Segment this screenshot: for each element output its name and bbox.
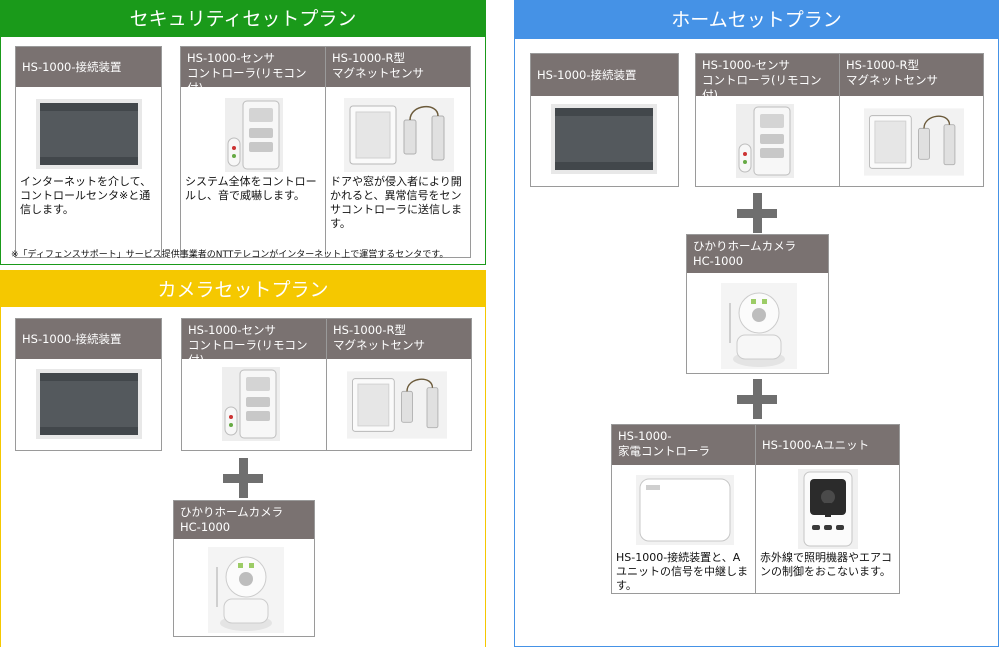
camera-gateway-card: HS-1000-接続装置 bbox=[15, 318, 162, 451]
home-a-unit-card: HS-1000-Aユニット 赤外線で照明機器やエアコンの制御をおこないます。 bbox=[755, 424, 900, 594]
home-magnet-sensor-card: HS-1000-R型 マグネットセンサ bbox=[839, 53, 984, 187]
card-title: HS-1000-センサ コントローラ(リモコン付) bbox=[181, 47, 325, 95]
card-title: HS-1000-R型 マグネットセンサ bbox=[327, 319, 471, 359]
security-plan-title: セキュリティセットプラン bbox=[1, 1, 485, 37]
gateway-device-image bbox=[36, 99, 142, 169]
card-title: HS-1000-センサ コントローラ(リモコン付) bbox=[696, 54, 839, 102]
sensor-controller-image bbox=[225, 98, 283, 172]
card-description: HS-1000-接続装置と、Aユニットの信号を中継します。 bbox=[616, 551, 748, 592]
card-title: ひかりホームカメラ HC-1000 bbox=[174, 501, 314, 539]
plus-icon bbox=[737, 379, 777, 419]
home-plan-panel: ホームセットプラン HS-1000-接続装置 HS-1000-センサ コントロー… bbox=[514, 0, 999, 647]
home-camera-image bbox=[208, 547, 284, 633]
home-home-camera-card: ひかりホームカメラ HC-1000 bbox=[686, 234, 829, 374]
magnet-sensor-image bbox=[344, 98, 454, 172]
card-title: HS-1000-接続装置 bbox=[16, 47, 161, 87]
card-title: HS-1000-センサ コントローラ(リモコン付) bbox=[182, 319, 326, 367]
home-appliance-controller-card: HS-1000- 家電コントローラ HS-1000-接続装置と、Aユニットの信号… bbox=[611, 424, 756, 594]
camera-home-camera-card: ひかりホームカメラ HC-1000 bbox=[173, 500, 315, 637]
sensor-controller-image bbox=[736, 104, 794, 178]
card-title: HS-1000-R型 マグネットセンサ bbox=[840, 54, 983, 96]
card-description: システム全体をコントロールし、音で威嚇します。 bbox=[185, 175, 317, 202]
card-description: ドアや窓が侵入者により開かれると、異常信号をセンサコントローラに送信します。 bbox=[330, 175, 462, 230]
camera-magnet-sensor-card: HS-1000-R型 マグネットセンサ bbox=[326, 318, 472, 451]
camera-plan-panel: カメラセットプラン HS-1000-接続装置 HS-1000-センサ コントロー… bbox=[0, 270, 486, 647]
plus-icon bbox=[223, 458, 263, 498]
gateway-device-image bbox=[36, 369, 142, 439]
security-gateway-card: HS-1000-接続装置 インターネットを介して、コントロールセンタ※と通信しま… bbox=[15, 46, 162, 258]
card-title: HS-1000-Aユニット bbox=[756, 425, 899, 465]
camera-plan-title: カメラセットプラン bbox=[1, 271, 485, 307]
security-footnote: ※「ディフェンスサポート」サービス提供事業者のNTTテレコンがインターネット上で… bbox=[11, 250, 449, 260]
home-sensor-controller-card: HS-1000-センサ コントローラ(リモコン付) bbox=[695, 53, 840, 187]
gateway-device-image bbox=[551, 104, 657, 174]
card-description: 赤外線で照明機器やエアコンの制御をおこないます。 bbox=[760, 551, 892, 578]
card-title: HS-1000-R型 マグネットセンサ bbox=[326, 47, 470, 87]
home-camera-image bbox=[721, 283, 797, 369]
security-plan-panel: セキュリティセットプラン HS-1000-接続装置 インターネットを介して、コン… bbox=[0, 0, 486, 265]
sensor-controller-image bbox=[222, 367, 280, 441]
plus-icon bbox=[737, 193, 777, 233]
magnet-sensor-image bbox=[347, 371, 447, 439]
magnet-sensor-image bbox=[864, 108, 964, 176]
card-title: ひかりホームカメラ HC-1000 bbox=[687, 235, 828, 273]
security-magnet-sensor-card: HS-1000-R型 マグネットセンサ ドアや窓が侵入者により開かれると、異常信… bbox=[325, 46, 471, 258]
home-gateway-card: HS-1000-接続装置 bbox=[530, 53, 679, 187]
security-sensor-controller-card: HS-1000-センサ コントローラ(リモコン付) システム全体をコントロールし… bbox=[180, 46, 326, 258]
card-title: HS-1000-接続装置 bbox=[531, 54, 678, 96]
card-title: HS-1000-接続装置 bbox=[16, 319, 161, 359]
home-plan-title: ホームセットプラン bbox=[515, 1, 998, 39]
camera-sensor-controller-card: HS-1000-センサ コントローラ(リモコン付) bbox=[181, 318, 327, 451]
card-description: インターネットを介して、コントロールセンタ※と通信します。 bbox=[20, 175, 152, 216]
a-unit-image bbox=[798, 469, 858, 549]
card-title: HS-1000- 家電コントローラ bbox=[612, 425, 755, 465]
appliance-controller-image bbox=[636, 475, 734, 545]
